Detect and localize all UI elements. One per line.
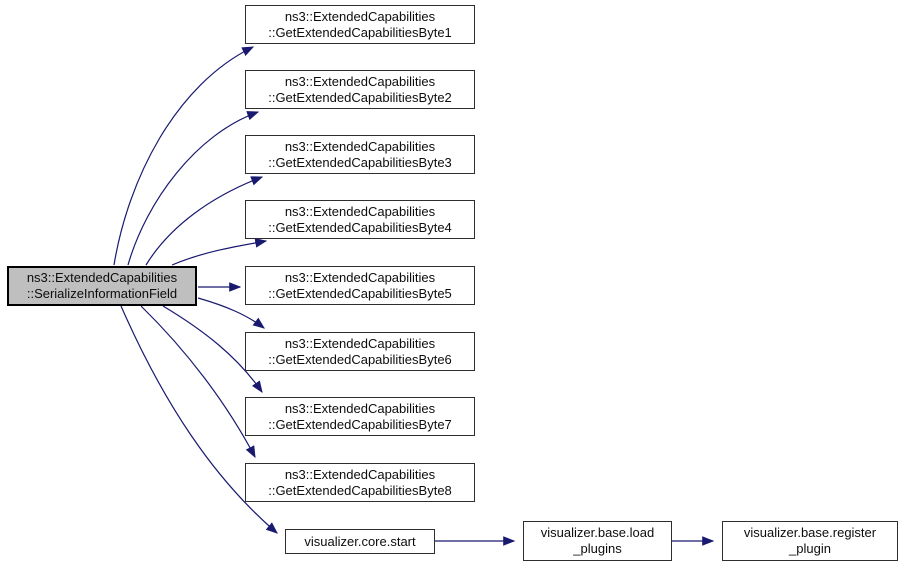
edge-serialize-to-core-start	[120, 305, 278, 534]
node-get-extended-capabilities-byte7[interactable]: ns3::ExtendedCapabilities ::GetExtendedC…	[245, 397, 475, 436]
node-get-extended-capabilities-byte5[interactable]: ns3::ExtendedCapabilities ::GetExtendedC…	[245, 266, 475, 305]
node-label-line1: visualizer.base.load	[540, 525, 655, 541]
node-get-extended-capabilities-byte2[interactable]: ns3::ExtendedCapabilities ::GetExtendedC…	[245, 70, 475, 109]
node-label-line2: ::GetExtendedCapabilitiesByte5	[268, 285, 452, 301]
node-label-line1: ns3::ExtendedCapabilities	[284, 8, 436, 24]
edge-serialize-to-byte4	[171, 238, 268, 266]
node-label-line2: _plugin	[789, 541, 831, 556]
node-label-line2: ::GetExtendedCapabilitiesByte8	[268, 482, 452, 498]
node-get-extended-capabilities-byte3[interactable]: ns3::ExtendedCapabilities ::GetExtendedC…	[245, 135, 475, 174]
node-label-line1: ns3::ExtendedCapabilities	[284, 138, 436, 154]
edge-serialize-to-byte6	[197, 297, 265, 329]
node-get-extended-capabilities-byte4[interactable]: ns3::ExtendedCapabilities ::GetExtendedC…	[245, 200, 475, 239]
node-label-line1: ns3::ExtendedCapabilities	[284, 400, 436, 416]
node-get-extended-capabilities-byte1[interactable]: ns3::ExtendedCapabilities ::GetExtendedC…	[245, 5, 475, 44]
node-label-line1: visualizer.base.register	[743, 525, 877, 541]
node-label-line1: ns3::ExtendedCapabilities	[26, 270, 178, 286]
node-get-extended-capabilities-byte6[interactable]: ns3::ExtendedCapabilities ::GetExtendedC…	[245, 332, 475, 371]
node-label-line2: ::GetExtendedCapabilitiesByte1	[268, 24, 452, 40]
node-visualizer-base-load-plugins[interactable]: visualizer.base.load _plugins	[523, 521, 672, 561]
node-label-line1: ns3::ExtendedCapabilities	[284, 466, 436, 482]
node-label-line2: _plugins	[573, 541, 622, 556]
node-get-extended-capabilities-byte8[interactable]: ns3::ExtendedCapabilities ::GetExtendedC…	[245, 463, 475, 502]
node-label-line1: ns3::ExtendedCapabilities	[284, 269, 436, 285]
node-label-line2: ::GetExtendedCapabilitiesByte7	[268, 416, 452, 432]
edge-serialize-to-byte2	[127, 111, 260, 266]
node-label-line1: ns3::ExtendedCapabilities	[284, 335, 436, 351]
node-label: visualizer.core.start	[304, 533, 416, 549]
node-label-line1: ns3::ExtendedCapabilities	[284, 203, 436, 219]
node-label-line1: ns3::ExtendedCapabilities	[284, 73, 436, 89]
edge-serialize-to-byte7	[162, 305, 263, 393]
edge-serialize-to-byte3	[145, 176, 264, 266]
edge-serialize-to-byte1	[113, 46, 255, 266]
node-visualizer-base-register-plugin[interactable]: visualizer.base.register _plugin	[722, 521, 898, 561]
node-label-line2: ::GetExtendedCapabilitiesByte4	[268, 219, 452, 235]
node-label-line2: ::SerializeInformationField	[26, 286, 178, 301]
node-label-line2: ::GetExtendedCapabilitiesByte3	[268, 154, 452, 170]
node-label-line2: ::GetExtendedCapabilitiesByte2	[268, 89, 452, 105]
node-label-line2: ::GetExtendedCapabilitiesByte6	[268, 351, 452, 367]
node-visualizer-core-start[interactable]: visualizer.core.start	[285, 529, 435, 554]
edge-serialize-to-byte8	[140, 305, 256, 459]
node-serialize-information-field[interactable]: ns3::ExtendedCapabilities ::SerializeInf…	[7, 266, 197, 306]
